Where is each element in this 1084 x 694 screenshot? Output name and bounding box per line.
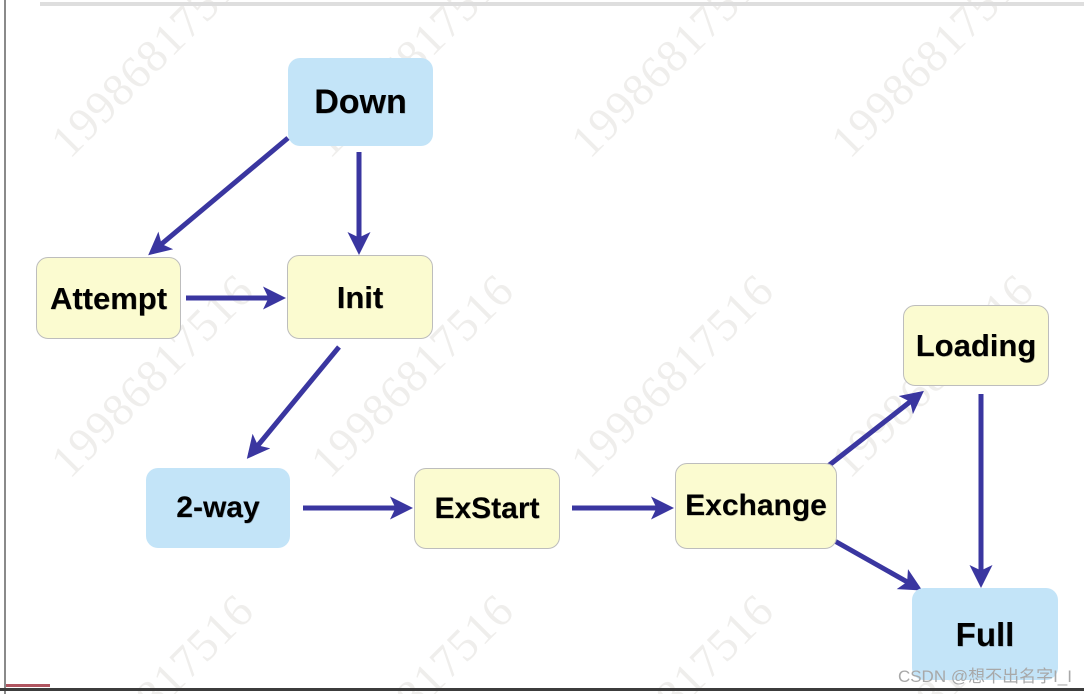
frame-top-rule <box>40 2 1084 6</box>
arrow-down-attempt <box>148 136 290 256</box>
arrow-init-twoway <box>246 345 341 459</box>
watermark-text: 19986817516 <box>1080 264 1084 487</box>
frame-left-rule <box>4 0 6 694</box>
watermark-text: 19986817516 <box>300 583 524 694</box>
state-node-down[interactable]: Down <box>288 58 433 146</box>
frame-bottom-rule <box>0 688 1084 691</box>
watermark-text: 19986817516 <box>1080 0 1084 167</box>
state-node-label: ExStart <box>434 491 540 525</box>
state-node-loading[interactable]: Loading <box>903 305 1049 386</box>
state-node-label: Init <box>336 279 384 315</box>
state-node-label: Down <box>314 83 407 121</box>
state-node-attempt[interactable]: Attempt <box>36 257 181 339</box>
arrow-exchange-loading <box>821 390 924 472</box>
state-node-init[interactable]: Init <box>287 255 433 339</box>
state-node-label: Attempt <box>49 280 168 316</box>
watermark-text: 19986817516 <box>560 583 784 694</box>
state-node-exstart[interactable]: ExStart <box>414 468 560 549</box>
arrow-exchange-full <box>831 537 923 591</box>
frame-bottom-accent <box>6 684 50 687</box>
state-node-label: 2-way <box>176 491 260 524</box>
csdn-credit: CSDN @想不出名字I_I <box>897 667 1072 686</box>
watermark-text: 19986817516 <box>820 0 1044 167</box>
state-node-exchange[interactable]: Exchange <box>675 463 837 549</box>
state-node-full[interactable]: Full <box>912 588 1058 680</box>
state-node-label: Exchange <box>685 489 827 522</box>
watermark-text: 19986817516 <box>560 264 784 487</box>
state-node-twoway[interactable]: 2-way <box>146 468 290 548</box>
watermark-text: 19986817516 <box>560 0 784 167</box>
watermark-text: 19986817516 <box>40 583 264 694</box>
watermark-text: 19986817516 <box>40 0 264 167</box>
state-node-label: Loading <box>915 328 1037 363</box>
state-node-label: Full <box>955 615 1015 653</box>
